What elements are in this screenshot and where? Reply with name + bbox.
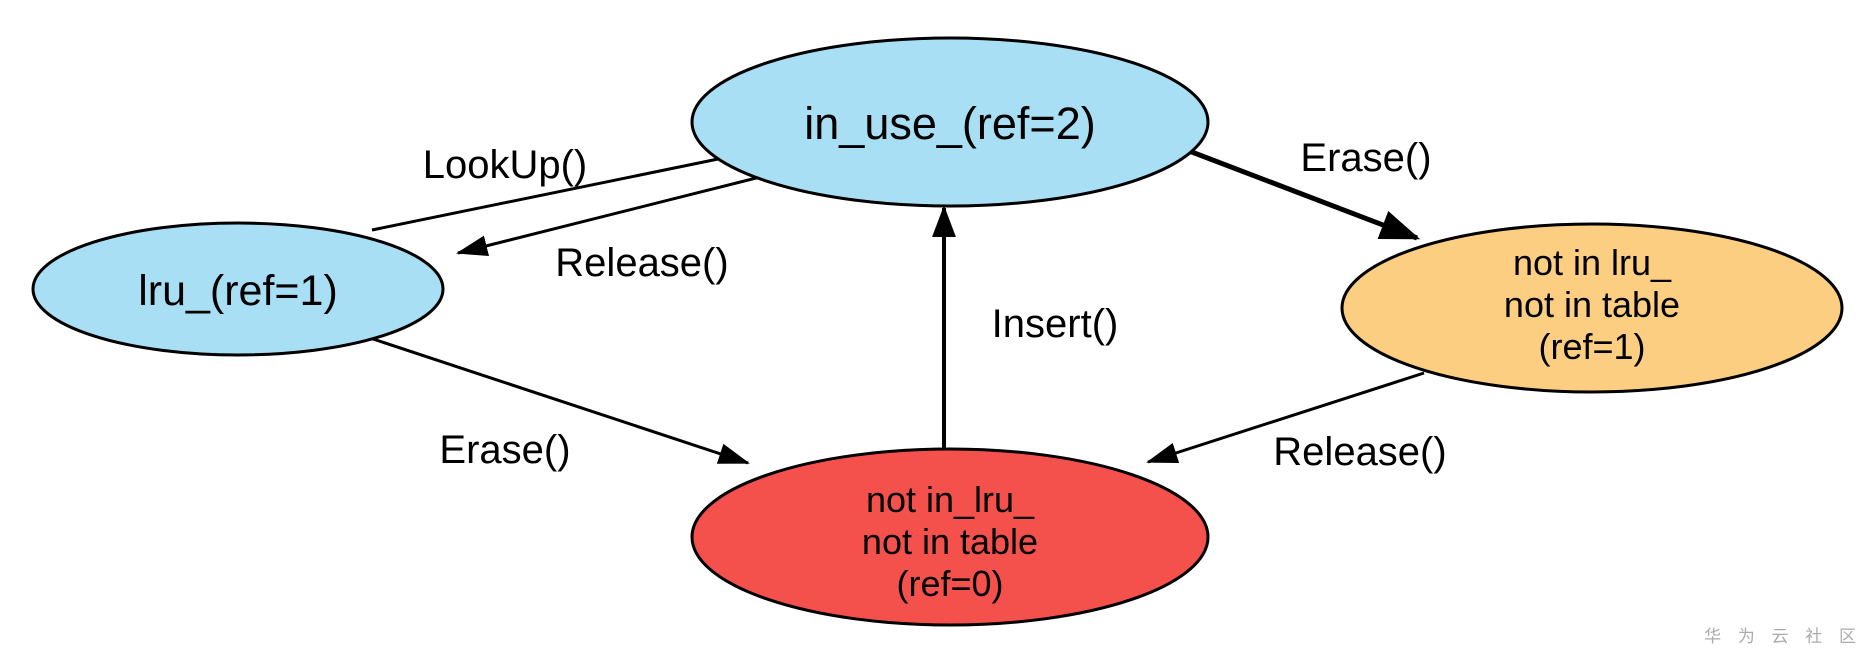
edge-label-erase-top: Erase() — [1300, 136, 1431, 180]
node-in-use-ellipse — [690, 36, 1210, 208]
edge-label-release-bottom: Release() — [1273, 430, 1446, 474]
node-not-in-table-ref1-line1: not in lru_ — [1513, 242, 1672, 283]
edge-erase-bottom-arrow — [369, 336, 750, 465]
edge-release-top-arrow — [455, 165, 801, 257]
node-lru-label: lru_(ref=1) — [138, 267, 338, 315]
node-not-in-table-ref1-line2: not in table — [1504, 284, 1680, 325]
node-not-in-table-ref1: not in lru_ not in table (ref=1) — [1340, 222, 1844, 394]
node-not-in-table-ref0-line1: not in_lru_ — [866, 479, 1035, 520]
node-in-use-label: in_use_(ref=2) — [804, 98, 1095, 149]
node-not-in-table-ref1-line3: (ref=1) — [1538, 326, 1645, 367]
edge-label-erase-bottom: Erase() — [439, 428, 570, 472]
edge-label-insert: Insert() — [992, 302, 1119, 346]
node-lru-ellipse — [31, 221, 445, 357]
edge-label-release-top: Release() — [555, 241, 728, 285]
edge-lookup-arrow — [371, 145, 765, 232]
node-in-use: in_use_(ref=2) — [690, 36, 1210, 208]
edge-release-bottom-arrow — [1146, 371, 1425, 464]
node-not-in-table-ref0-ellipse — [690, 447, 1210, 627]
node-not-in-table-ref0-line2: not in table — [862, 521, 1038, 562]
node-not-in-table-ref1-ellipse — [1340, 222, 1844, 394]
edges-group — [369, 138, 1425, 465]
watermark-huawei-cloud: 华 为 云 社 区 — [1704, 627, 1862, 646]
node-not-in-table-ref0: not in_lru_ not in table (ref=0) — [690, 447, 1210, 627]
edge-erase-top-arrow — [1162, 138, 1421, 241]
node-not-in-table-ref0-line3: (ref=0) — [896, 563, 1003, 604]
edge-label-lookup: LookUp() — [423, 143, 588, 187]
node-lru: lru_(ref=1) — [31, 221, 445, 357]
